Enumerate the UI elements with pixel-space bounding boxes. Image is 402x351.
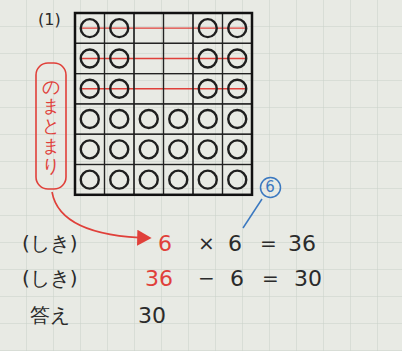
circle-mark — [110, 80, 128, 98]
grid-cell — [164, 13, 194, 43]
operator: = — [262, 268, 279, 288]
circle-mark — [228, 19, 246, 37]
operator: − — [198, 268, 215, 288]
rounded-outline — [36, 63, 66, 189]
grid-cell — [223, 165, 253, 195]
circle-mark — [81, 140, 99, 158]
circle-mark — [81, 19, 99, 37]
grid-cell — [164, 104, 194, 134]
formula-number: 36 — [145, 268, 173, 290]
grid-cell — [164, 134, 194, 164]
grid-cell — [105, 165, 135, 195]
answer-number: 30 — [138, 305, 166, 327]
formula-number: 36 — [288, 233, 316, 255]
grid-cell — [164, 43, 194, 73]
circle-mark — [81, 49, 99, 67]
leader-line — [243, 199, 262, 228]
circle-mark — [110, 140, 128, 158]
red-arrow — [52, 192, 150, 238]
grid-cell — [105, 13, 135, 43]
node-text: 6 — [265, 180, 275, 195]
grid-cell — [75, 104, 105, 134]
grid-cell — [105, 104, 135, 134]
grid-cell — [134, 74, 164, 104]
circle-mark — [140, 171, 158, 189]
grid-cell — [193, 104, 223, 134]
circle-mark — [140, 140, 158, 158]
circle-mark — [228, 49, 246, 67]
formula-number: 6 — [228, 233, 242, 255]
formula-number: 30 — [294, 268, 322, 290]
grid-cell — [223, 74, 253, 104]
circle-mark — [110, 49, 128, 67]
item-number: (1) — [38, 12, 61, 28]
circle-mark — [199, 140, 217, 158]
formula-number: 6 — [230, 268, 244, 290]
circle-mark — [81, 80, 99, 98]
grid-cell — [134, 104, 164, 134]
circle-mark — [199, 80, 217, 98]
grid-cell — [164, 74, 194, 104]
grid-cell — [105, 134, 135, 164]
grid-cell — [223, 13, 253, 43]
circle-mark — [140, 110, 158, 128]
grid-cell — [193, 134, 223, 164]
grid-cell — [223, 134, 253, 164]
circle-mark — [228, 140, 246, 158]
grid-frame — [75, 13, 252, 195]
circle-mark — [228, 80, 246, 98]
grid-cell — [164, 165, 194, 195]
circle-mark — [199, 171, 217, 189]
grid-cell — [134, 13, 164, 43]
group-bracket: のまとまり — [35, 62, 67, 190]
circle-mark — [228, 171, 246, 189]
grid-cell — [193, 74, 223, 104]
grid-cell — [75, 134, 105, 164]
grid-cell — [134, 165, 164, 195]
operator: × — [198, 233, 215, 253]
circle-mark — [110, 171, 128, 189]
circle-outline — [260, 178, 280, 198]
grid-cell — [75, 165, 105, 195]
grid-cell — [105, 74, 135, 104]
circle-mark — [110, 110, 128, 128]
circle-mark — [110, 19, 128, 37]
operator: = — [260, 233, 277, 253]
grid-cell — [134, 43, 164, 73]
circle-mark — [228, 110, 246, 128]
grid-cell — [75, 74, 105, 104]
circle-mark — [169, 140, 187, 158]
answer-heading: 答え — [30, 305, 70, 325]
grid-cell — [223, 104, 253, 134]
circle-mark — [81, 110, 99, 128]
grid-cell — [223, 43, 253, 73]
grid-cell — [193, 43, 223, 73]
grid-cell — [75, 13, 105, 43]
circle-mark — [169, 110, 187, 128]
circle-mark — [199, 110, 217, 128]
node-text: のまとまり — [42, 77, 60, 176]
grid-cell — [134, 134, 164, 164]
circle-mark — [169, 171, 187, 189]
grid-cell — [75, 43, 105, 73]
formula-heading: (しき) — [22, 233, 78, 253]
circle-mark — [81, 171, 99, 189]
circle-mark — [199, 19, 217, 37]
callout-circle: 6 — [259, 176, 282, 199]
grid-cell — [193, 165, 223, 195]
formula-heading: (しき) — [22, 268, 78, 288]
circle-mark — [199, 49, 217, 67]
grid-cell — [105, 43, 135, 73]
grid-cell — [193, 13, 223, 43]
formula-number: 6 — [158, 233, 172, 255]
